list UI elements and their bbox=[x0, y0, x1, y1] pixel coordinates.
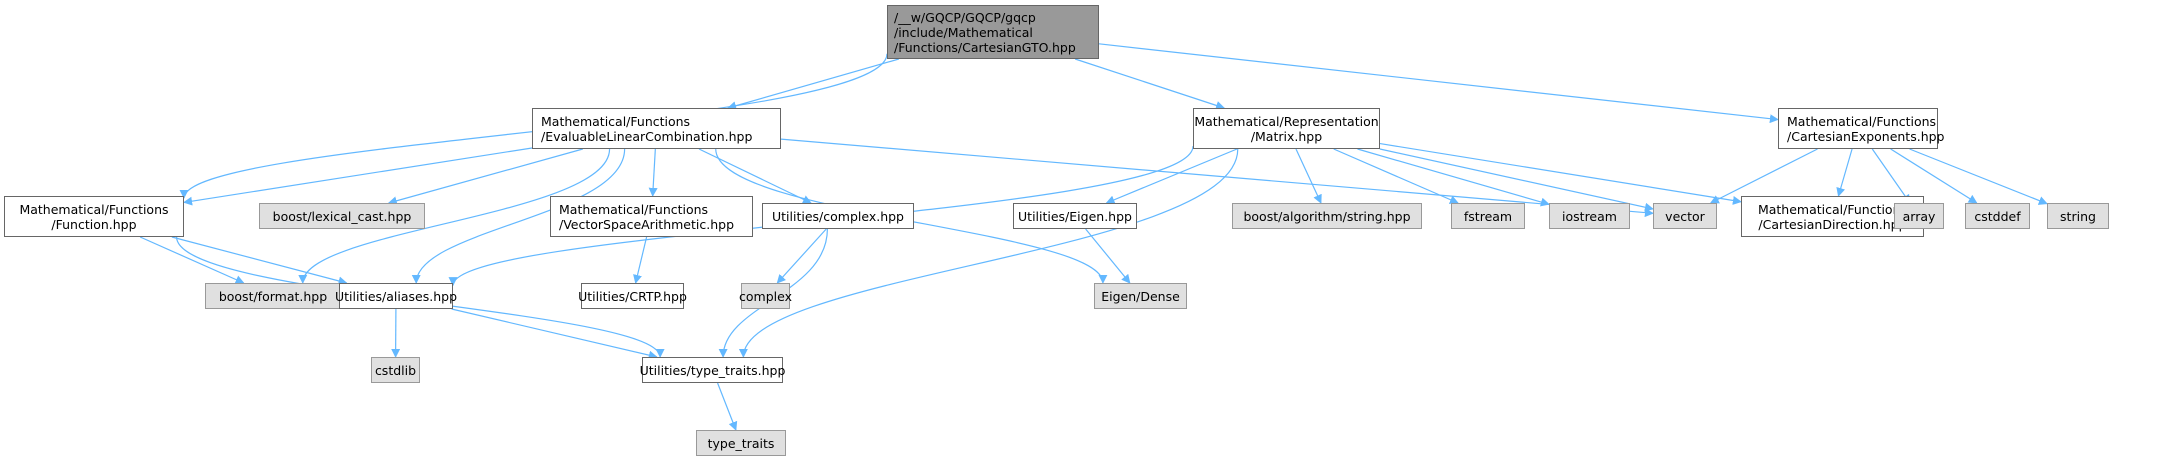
node-vector[interactable]: vector bbox=[1653, 203, 1717, 229]
node-label: Mathematical/Functions /CartesianExponen… bbox=[1787, 113, 1945, 144]
node-label: Mathematical/Functions /VectorSpaceArith… bbox=[559, 201, 734, 232]
edge-matrix-to-balgo bbox=[1295, 148, 1322, 204]
node-cartesian-direction-hpp[interactable]: Mathematical/Functions /CartesianDirecti… bbox=[1741, 196, 1924, 237]
node-utilities-aliases-hpp[interactable]: Utilities/aliases.hpp bbox=[335, 283, 457, 309]
node-utilities-eigen-hpp[interactable]: Utilities/Eigen.hpp bbox=[1013, 203, 1137, 229]
node-label: Mathematical/Functions /Function.hpp bbox=[19, 201, 169, 232]
edge-matrix-to-utt bbox=[738, 148, 1239, 358]
node-label: Utilities/Eigen.hpp bbox=[1018, 208, 1132, 224]
node-label: Mathematical/Representation /Matrix.hpp bbox=[1194, 113, 1379, 144]
node-utilities-complex-hpp[interactable]: Utilities/complex.hpp bbox=[762, 203, 914, 229]
node-evaluable-linear-combination-hpp[interactable]: Mathematical/Functions /EvaluableLinearC… bbox=[532, 108, 781, 149]
node-fstream[interactable]: fstream bbox=[1451, 203, 1525, 229]
node-boost-format[interactable]: boost/format.hpp bbox=[205, 283, 341, 309]
node-label: Mathematical/Functions /CartesianDirecti… bbox=[1757, 201, 1908, 232]
node-label: Eigen/Dense bbox=[1101, 288, 1180, 304]
node-label: Utilities/complex.hpp bbox=[772, 208, 904, 224]
node-label: /__w/GQCP/GQCP/gqcp /include/Mathematica… bbox=[894, 9, 1076, 55]
node-label: Utilities/aliases.hpp bbox=[335, 288, 458, 304]
edge-cexp-to-string bbox=[1909, 148, 2048, 205]
edge-ucomplex-to-complex bbox=[776, 228, 827, 284]
node-label: cstddef bbox=[1974, 208, 2021, 224]
node-boost-algorithm-string[interactable]: boost/algorithm/string.hpp bbox=[1232, 203, 1422, 229]
edge-matrix-to-fstream bbox=[1333, 148, 1459, 204]
node-boost-lexical-cast[interactable]: boost/lexical_cast.hpp bbox=[259, 203, 425, 229]
edge-utt-to-tt bbox=[717, 382, 738, 431]
node-utilities-crtp-hpp[interactable]: Utilities/CRTP.hpp bbox=[578, 283, 687, 309]
node-iostream[interactable]: iostream bbox=[1549, 203, 1630, 229]
edge-matrix-to-vector bbox=[1379, 148, 1654, 212]
node-cartesian-exponents-hpp[interactable]: Mathematical/Functions /CartesianExponen… bbox=[1778, 108, 1945, 149]
edge-elc-to-vector bbox=[780, 138, 1654, 218]
node-label: Utilities/type_traits.hpp bbox=[639, 362, 786, 378]
node-label: array bbox=[1902, 208, 1936, 224]
edge-cexp-to-cstddef bbox=[1890, 148, 1978, 204]
edge-vsa-to-crtp bbox=[633, 236, 648, 284]
edge-elc-to-ucomplex bbox=[698, 148, 812, 204]
node-vector-space-arithmetic-hpp[interactable]: Mathematical/Functions /VectorSpaceArith… bbox=[550, 196, 753, 237]
edge-matrix-to-cdir bbox=[1379, 142, 1742, 205]
edge-root-to-elc bbox=[727, 58, 900, 111]
node-cstddef[interactable]: cstddef bbox=[1965, 203, 2030, 229]
node-label: fstream bbox=[1463, 208, 1513, 224]
node-label: boost/format.hpp bbox=[218, 288, 328, 304]
node-eigen-dense[interactable]: Eigen/Dense bbox=[1094, 283, 1187, 309]
edge-cexp-to-array bbox=[1871, 148, 1911, 204]
node-label: Mathematical/Functions /EvaluableLinearC… bbox=[541, 113, 753, 144]
node-label: vector bbox=[1665, 208, 1705, 224]
node-cstdlib[interactable]: cstdlib bbox=[371, 357, 420, 383]
edge-ueigen-to-edense bbox=[1085, 228, 1131, 284]
edge-elc-to-lexical bbox=[387, 148, 583, 206]
node-string[interactable]: string bbox=[2047, 203, 2109, 229]
edge-matrix-to-iostream bbox=[1357, 148, 1550, 207]
node-label: iostream bbox=[1562, 208, 1617, 224]
edge-root-to-matrix bbox=[1074, 58, 1226, 110]
node-label: boost/algorithm/string.hpp bbox=[1243, 208, 1411, 224]
node-function-hpp[interactable]: Mathematical/Functions /Function.hpp bbox=[4, 196, 184, 237]
edge-elc-to-bformat bbox=[298, 148, 611, 284]
edge-cexp-to-cdir bbox=[1836, 148, 1853, 197]
edge-function-to-bformat bbox=[139, 236, 245, 284]
edge-aliases-to-utt bbox=[451, 308, 658, 360]
node-label: cstdlib bbox=[374, 362, 417, 378]
edge-function-to-aliases bbox=[171, 236, 348, 286]
node-utilities-type-traits-hpp[interactable]: Utilities/type_traits.hpp bbox=[639, 357, 786, 383]
node-array[interactable]: array bbox=[1894, 203, 1944, 229]
node-root-cartesian-gto[interactable]: /__w/GQCP/GQCP/gqcp /include/Mathematica… bbox=[887, 5, 1099, 59]
node-label: boost/lexical_cast.hpp bbox=[272, 208, 412, 224]
node-matrix-hpp[interactable]: Mathematical/Representation /Matrix.hpp bbox=[1193, 108, 1380, 149]
node-label: type_traits bbox=[707, 435, 775, 451]
node-complex[interactable]: complex bbox=[739, 283, 792, 309]
edge-elc-to-function bbox=[183, 147, 533, 206]
edge-matrix-to-ueigen bbox=[1105, 148, 1238, 205]
node-type-traits[interactable]: type_traits bbox=[696, 430, 786, 456]
node-label: complex bbox=[739, 288, 792, 304]
node-label: string bbox=[2060, 208, 2096, 224]
edge-cexp-to-vector bbox=[1709, 148, 1818, 204]
node-label: Utilities/CRTP.hpp bbox=[578, 288, 687, 304]
edge-elc-to-aliases bbox=[411, 148, 626, 284]
edge-root-to-cexp bbox=[1098, 43, 1779, 124]
edge-elc-to-vsa bbox=[648, 148, 658, 197]
